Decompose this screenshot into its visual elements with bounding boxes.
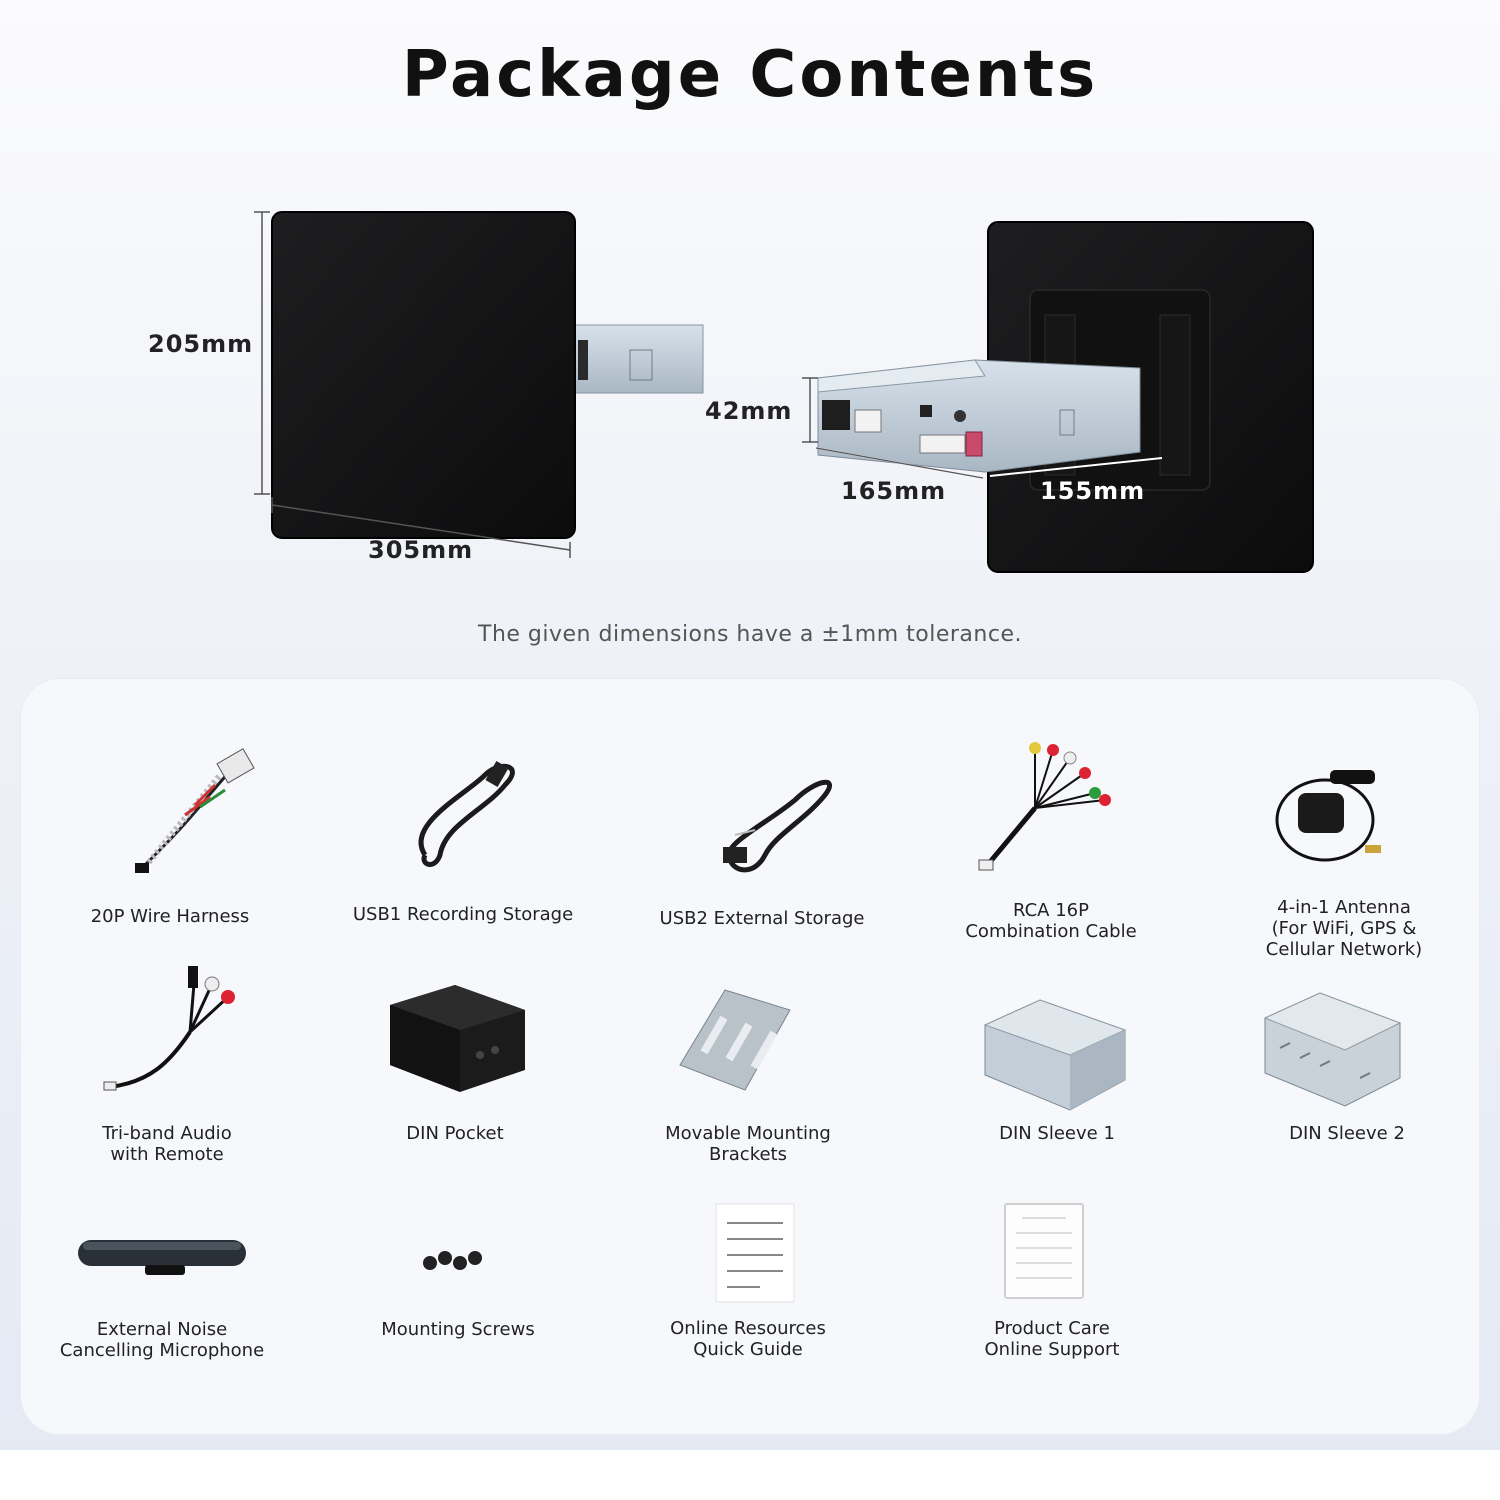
page-title: Package Contents xyxy=(401,38,1099,112)
item-label-usb2-external-storage: USB2 External Storage xyxy=(659,908,865,929)
chassis-height-dimension: 42mm xyxy=(705,397,793,425)
item-label-din-sleeve-2: DIN Sleeve 2 xyxy=(1289,1123,1405,1144)
document-icon xyxy=(715,1203,795,1303)
screws-icon xyxy=(423,1251,482,1270)
width-dimension: 305mm xyxy=(368,536,474,564)
height-dimension: 205mm xyxy=(148,330,254,358)
din-sleeve-icon xyxy=(1263,992,1402,1107)
rear-view-unit xyxy=(802,221,1314,573)
din-pocket-icon xyxy=(390,985,525,1092)
item-label-wire-harness: 20P Wire Harness xyxy=(90,906,250,927)
item-label-din-pocket: DIN Pocket xyxy=(406,1123,504,1144)
rca-cable-icon xyxy=(978,742,1111,871)
bracket-icon xyxy=(679,989,791,1091)
front-view-unit xyxy=(254,211,704,558)
usb-cable-icon xyxy=(723,779,833,873)
total-depth-dimension: 165mm xyxy=(841,477,947,505)
item-label-usb1-recording-storage: USB1 Recording Storage xyxy=(352,904,574,925)
item-label-din-sleeve-1: DIN Sleeve 1 xyxy=(999,1123,1115,1144)
item-label-antenna: 4-in-1 Antenna(For WiFi, GPS &Cellular N… xyxy=(1265,897,1423,960)
chassis-depth-dimension: 155mm xyxy=(1040,477,1146,505)
tolerance-note: The given dimensions have a ±1mm toleran… xyxy=(478,622,1022,647)
usb-cable-icon xyxy=(418,760,515,867)
microphone-icon xyxy=(78,1240,246,1275)
antenna-icon xyxy=(1275,770,1381,862)
item-label-mounting-screws: Mounting Screws xyxy=(381,1319,535,1340)
audio-cable-icon xyxy=(103,966,235,1091)
wire-harness-icon xyxy=(135,748,255,873)
document-icon xyxy=(1004,1203,1084,1299)
head-unit-diagram xyxy=(254,211,1314,573)
din-sleeve-icon xyxy=(983,999,1127,1111)
bottom-strip xyxy=(0,1450,1500,1500)
